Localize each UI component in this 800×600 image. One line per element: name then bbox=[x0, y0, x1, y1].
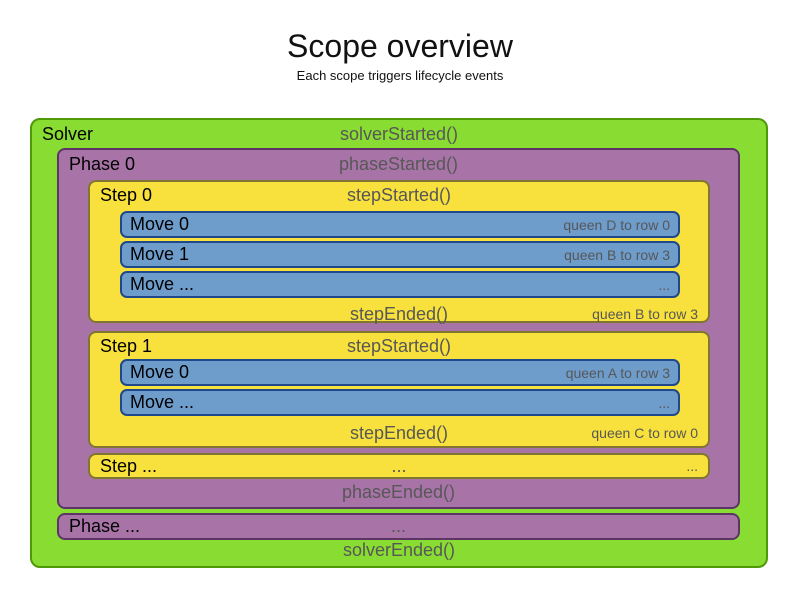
step-ended-event: stepEnded() bbox=[349, 304, 449, 324]
step-ended-event: stepEnded() bbox=[349, 423, 449, 443]
phase-started-event: phaseStarted() bbox=[338, 154, 459, 174]
move-row: Move 1 queen B to row 3 bbox=[120, 241, 680, 268]
step-ended-detail: queen C to row 0 bbox=[591, 425, 698, 441]
step-scope-box: Step 0 stepStarted() Move 0 queen D to r… bbox=[88, 180, 710, 325]
move-label: Move ... bbox=[130, 274, 195, 294]
solver-scope-box: Solver solverStarted() Phase 0 phaseStar… bbox=[30, 118, 768, 568]
phase-more-label: Phase ... bbox=[69, 516, 141, 536]
step-scope-box: Step 1 stepStarted() Move 0 queen A to r… bbox=[88, 331, 710, 448]
solver-label: Solver bbox=[42, 124, 94, 144]
solver-header: Solver solverStarted() bbox=[32, 120, 766, 148]
move-detail: ... bbox=[658, 276, 670, 293]
step-ended-detail: queen B to row 3 bbox=[592, 306, 698, 322]
move-row: Move 0 queen A to row 3 bbox=[120, 359, 680, 386]
move-detail: queen A to row 3 bbox=[565, 364, 670, 381]
move-label: Move ... bbox=[130, 392, 195, 412]
move-row: Move 0 queen D to row 0 bbox=[120, 211, 680, 238]
step-more-label: Step ... bbox=[100, 456, 158, 476]
step-label: Step 1 bbox=[100, 336, 153, 356]
more-steps-row: Step ... ... ... bbox=[88, 453, 710, 479]
move-label: Move 0 bbox=[130, 214, 190, 234]
move-detail: queen D to row 0 bbox=[563, 216, 670, 233]
move-detail: ... bbox=[658, 394, 670, 411]
step-started-event: stepStarted() bbox=[346, 185, 452, 205]
move-row: Move ... ... bbox=[120, 389, 680, 416]
step-ended-row: stepEnded() queen C to row 0 bbox=[90, 422, 708, 444]
phase-label: Phase 0 bbox=[69, 154, 136, 174]
move-label: Move 0 bbox=[130, 362, 190, 382]
step-header: Step 0 stepStarted() bbox=[90, 182, 708, 208]
step-ended-row: stepEnded() queen B to row 3 bbox=[90, 303, 708, 325]
phase-scope-box: Phase 0 phaseStarted() Step 0 stepStarte… bbox=[57, 148, 740, 509]
step-started-event: stepStarted() bbox=[346, 336, 452, 356]
more-steps-header: Step ... ... ... bbox=[90, 455, 708, 477]
step-more-right-ellipsis: ... bbox=[686, 458, 698, 474]
move-row: Move ... ... bbox=[120, 271, 680, 298]
move-label: Move 1 bbox=[130, 244, 190, 264]
solver-started-event: solverStarted() bbox=[339, 124, 459, 144]
step-header: Step 1 stepStarted() bbox=[90, 333, 708, 359]
more-phases-header: Phase ... ... bbox=[59, 515, 738, 538]
page-title: Scope overview bbox=[287, 28, 513, 64]
solver-ended-event: solverEnded() bbox=[342, 540, 456, 560]
phase-header: Phase 0 phaseStarted() bbox=[59, 150, 738, 178]
phase-ended-event: phaseEnded() bbox=[341, 482, 456, 502]
more-phases-row: Phase ... ... bbox=[57, 513, 740, 540]
phase-more-center-ellipsis: ... bbox=[390, 516, 406, 536]
step-more-center-ellipsis: ... bbox=[391, 456, 407, 476]
step-label: Step 0 bbox=[100, 185, 153, 205]
page-subtitle: Each scope triggers lifecycle events bbox=[296, 68, 504, 83]
move-detail: queen B to row 3 bbox=[564, 246, 670, 263]
